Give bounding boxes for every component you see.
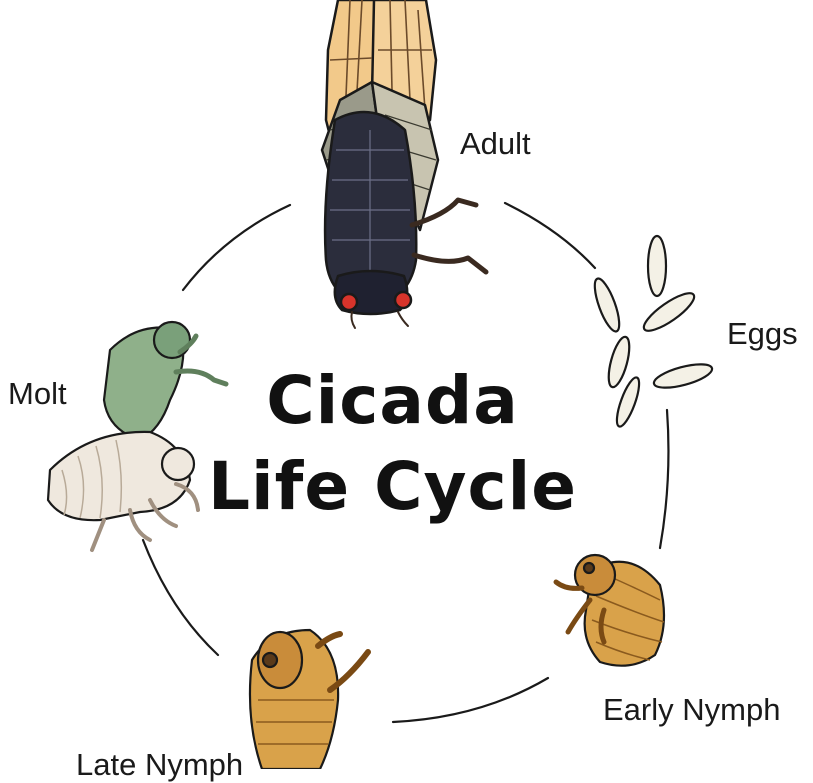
eggs-illustration bbox=[593, 234, 714, 428]
early-nymph-eye bbox=[582, 561, 596, 575]
arc-eggs-to-early-nymph bbox=[658, 408, 670, 550]
late-nymph-front-leg bbox=[327, 649, 371, 693]
arc-adult-to-eggs bbox=[503, 201, 597, 270]
early-nymph-illustration bbox=[553, 553, 666, 667]
stage-label-adult: Adult bbox=[460, 126, 531, 161]
arc-early-to-late-nymph bbox=[391, 676, 550, 724]
cycle-arcs bbox=[141, 201, 670, 724]
molt-illustration bbox=[46, 320, 229, 552]
adult-antenna-right bbox=[397, 311, 409, 327]
adult-right-eye bbox=[393, 290, 413, 310]
adult-cicada-illustration bbox=[320, 0, 489, 329]
egg bbox=[642, 292, 696, 332]
stage-label-late-nymph: Late Nymph bbox=[76, 747, 244, 782]
late-nymph-eye bbox=[261, 651, 279, 669]
egg bbox=[593, 277, 621, 333]
stage-label-early-nymph: Early Nymph bbox=[603, 692, 781, 727]
egg bbox=[615, 376, 641, 428]
stage-label-molt: Molt bbox=[8, 376, 67, 411]
adult-left-eye bbox=[339, 292, 359, 312]
late-nymph-head bbox=[256, 630, 304, 690]
diagram-title-line-1: Cicada bbox=[266, 362, 519, 439]
adult-leg-1 bbox=[409, 197, 479, 228]
arc-molt-to-adult bbox=[181, 203, 292, 292]
egg bbox=[646, 234, 668, 298]
stage-label-eggs: Eggs bbox=[727, 316, 798, 351]
adult-leg-2 bbox=[411, 252, 489, 275]
diagram-title-line-2: Life Cycle bbox=[207, 448, 578, 525]
molt-shell-head bbox=[160, 446, 196, 482]
molting-adult-head bbox=[152, 320, 192, 360]
egg bbox=[652, 363, 714, 389]
late-nymph-illustration bbox=[248, 628, 371, 769]
arc-late-nymph-to-molt bbox=[141, 538, 220, 657]
adult-antenna-left bbox=[350, 311, 356, 329]
egg bbox=[607, 335, 631, 389]
